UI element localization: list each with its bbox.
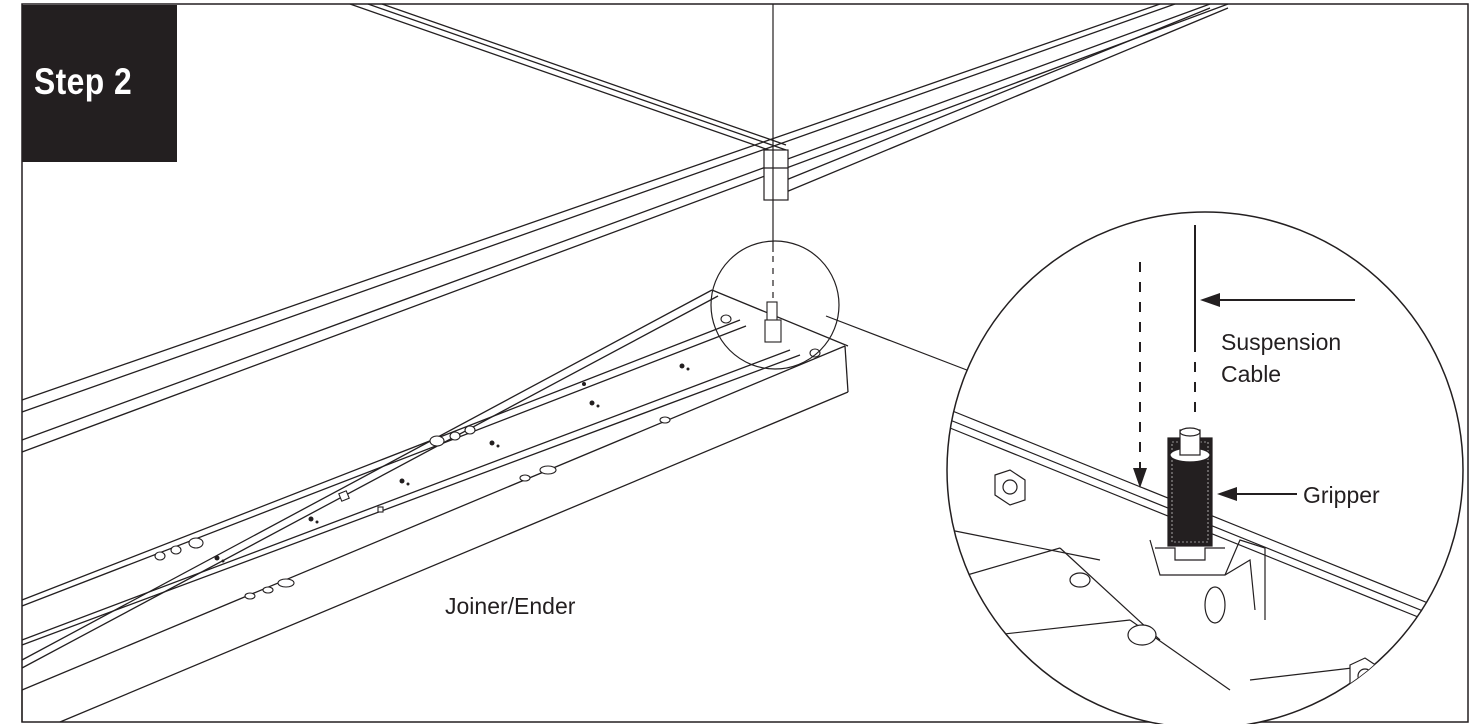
fixture-details	[154, 301, 821, 600]
ceiling-grid	[21, 3, 1229, 453]
detail-highlight-circle	[710, 240, 840, 370]
fixture-dots	[214, 363, 690, 563]
step-badge: Step 2	[22, 5, 177, 162]
frame-border	[21, 3, 1469, 723]
fixture-housing	[21, 289, 849, 723]
suspension-cable-label-line2: Cable	[1221, 361, 1282, 387]
detail-enlarged-view	[946, 211, 1464, 724]
grid-hanger-clip	[763, 149, 789, 201]
step-label: Step 2	[34, 61, 133, 102]
callout-arrows	[1200, 293, 1355, 501]
gripper-label: Gripper	[1303, 482, 1380, 508]
suspension-cable-label: Suspension Cable	[1221, 326, 1341, 390]
suspension-cable-label-line1: Suspension	[1221, 329, 1342, 355]
joiner-ender-label: Joiner/Ender	[445, 593, 576, 619]
magnify-leader-lines	[825, 315, 1080, 723]
